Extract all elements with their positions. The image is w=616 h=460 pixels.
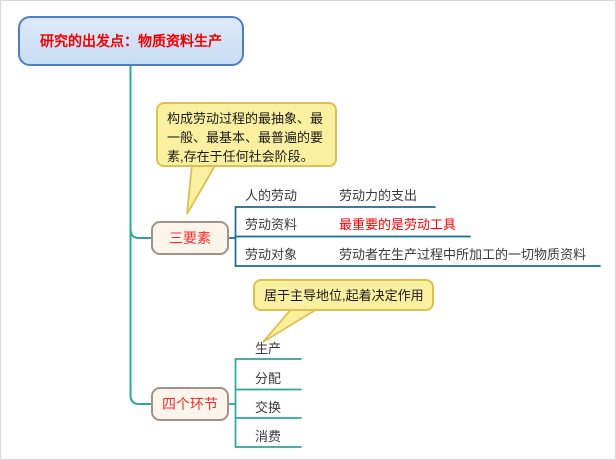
topic-four-links[interactable]: 四个环节 xyxy=(151,387,229,421)
callout-elements-tail xyxy=(186,163,217,215)
subtopic-consumption[interactable]: 消费 xyxy=(254,429,281,444)
subtopic-labor-object[interactable]: 劳动对象 xyxy=(245,247,298,262)
note-labor-object[interactable]: 劳动者在生产过程中所加工的一切物质资料 xyxy=(339,247,587,262)
note-labor-means[interactable]: 最重要的是劳动工具 xyxy=(339,217,457,232)
branch-links-bracket xyxy=(228,358,302,448)
callout-links-tail xyxy=(262,305,323,343)
note-human-labor[interactable]: 劳动力的支出 xyxy=(339,188,418,203)
branch-elements-bracket xyxy=(228,206,601,267)
callout-links[interactable]: 居于主导地位,起着决定作用 xyxy=(253,279,434,311)
subtopic-exchange[interactable]: 交换 xyxy=(254,400,281,415)
callout-elements[interactable]: 构成劳动过程的最抽象、最一般、最基本、最普遍的要素,存在于任何社会阶段。 xyxy=(156,102,337,167)
branch-elements-connector xyxy=(129,228,152,239)
subtopic-distribution[interactable]: 分配 xyxy=(254,371,281,386)
subtopic-human-labor[interactable]: 人的劳动 xyxy=(245,188,298,203)
trunk-line xyxy=(129,65,152,405)
root-topic[interactable]: 研究的出发点：物质资料生产 xyxy=(18,16,244,66)
subtopic-labor-means[interactable]: 劳动资料 xyxy=(245,217,298,232)
topic-three-elements[interactable]: 三要素 xyxy=(151,221,229,255)
subtopic-production[interactable]: 生产 xyxy=(254,341,281,356)
